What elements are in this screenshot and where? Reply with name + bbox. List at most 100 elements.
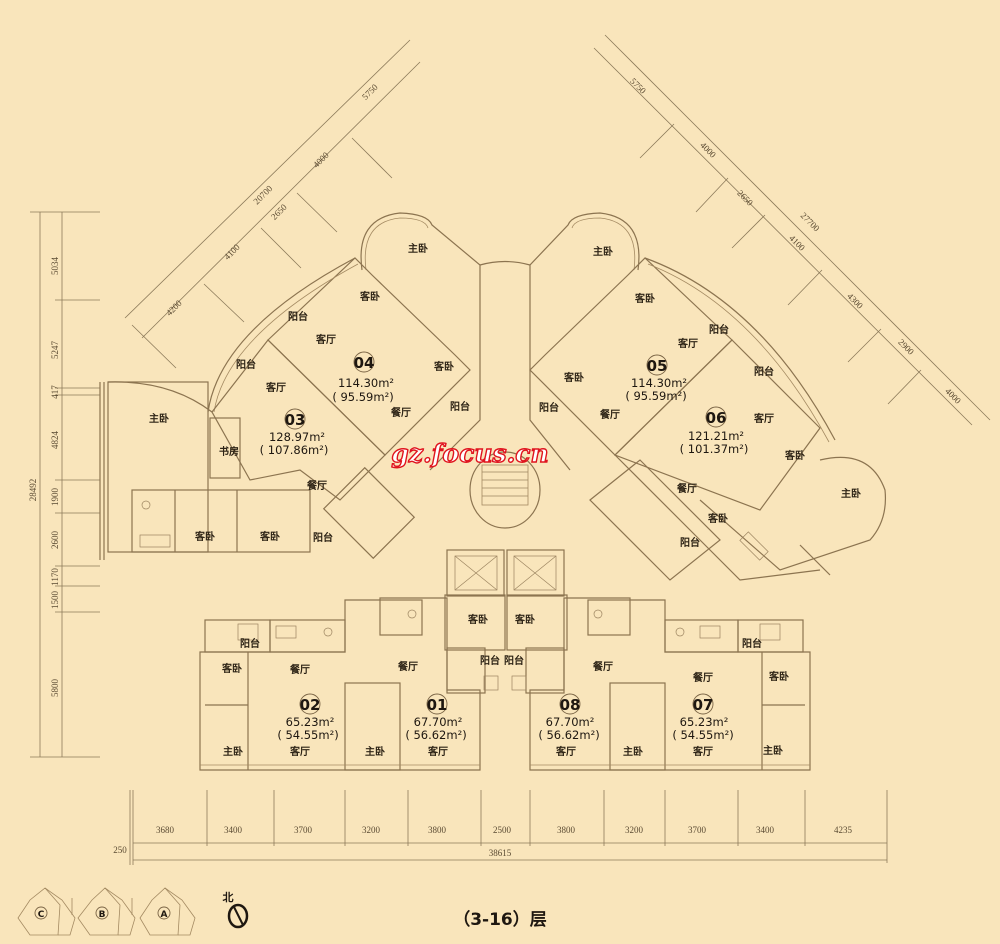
- dim-total: 20700: [251, 183, 274, 206]
- room-label: 餐厅: [692, 671, 713, 684]
- room-label: 客厅: [265, 381, 286, 394]
- dim-label: 4000: [311, 150, 331, 170]
- unit-number: 07: [693, 696, 714, 714]
- room-label: 客厅: [753, 412, 774, 425]
- room-label: 客卧: [784, 449, 805, 462]
- unit-07: 07 65.23m² ( 54.55m²): [672, 693, 734, 742]
- elevator-left: [446, 549, 505, 597]
- unit-01: 01 67.70m² ( 56.62m²): [405, 693, 467, 742]
- room-label: 客厅: [427, 745, 448, 758]
- room-label: 客卧: [221, 662, 242, 675]
- unit-number: 02: [300, 696, 321, 714]
- dim-label: 4100: [787, 233, 807, 253]
- unit-06: 06 121.21m² ( 101.37m²): [680, 406, 749, 456]
- bottom-dimension: 3680 3400 3700 3200 3800 2500 3800 3200 …: [113, 790, 888, 865]
- unit-inner-area: ( 101.37m²): [680, 442, 749, 456]
- unit-area: 114.30m²: [631, 376, 687, 390]
- room-label: 阳台: [539, 401, 559, 414]
- elevator-right: [506, 549, 565, 597]
- dim-label: 5750: [360, 82, 380, 102]
- unit-area: 114.30m²: [338, 376, 394, 390]
- dim-label: 4300: [845, 291, 865, 311]
- room-label: 餐厅: [676, 482, 697, 495]
- unit-area: 65.23m²: [680, 715, 729, 729]
- dim-label: 4000: [698, 140, 718, 160]
- room-label: 主卧: [223, 745, 243, 758]
- dim-label: 1500: [50, 591, 60, 610]
- dim-label: 5800: [50, 679, 60, 698]
- room-label: 阳台: [288, 310, 308, 323]
- room-label: 阳台: [236, 358, 256, 371]
- key-plan: C B A: [17, 887, 196, 936]
- unit-02: 02 65.23m² ( 54.55m²): [277, 693, 339, 742]
- room-label: 客厅: [677, 337, 698, 350]
- room-label: 阳台: [754, 365, 774, 378]
- walls-right-wing: [529, 212, 887, 581]
- unit-inner-area: ( 107.86m²): [260, 443, 329, 457]
- dim-label: 2600: [50, 531, 60, 550]
- dim-label: 3200: [625, 825, 644, 835]
- unit-inner-area: ( 95.59m²): [332, 390, 393, 404]
- room-label: 餐厅: [289, 663, 310, 676]
- key-plan-block-label: C: [38, 910, 45, 920]
- dim-label: 417: [50, 385, 60, 399]
- dim-total: 28492: [28, 479, 38, 502]
- unit-markers: 04 114.30m² ( 95.59m²) 03 128.97m² ( 107…: [260, 351, 749, 742]
- dim-label: 3200: [362, 825, 381, 835]
- unit-05: 05 114.30m² ( 95.59m²): [625, 354, 687, 403]
- room-label: 阳台: [709, 323, 729, 336]
- room-label: 客卧: [707, 512, 728, 525]
- unit-04: 04 114.30m² ( 95.59m²): [332, 351, 394, 404]
- room-label: 主卧: [623, 745, 643, 758]
- room-label: 客厅: [555, 745, 576, 758]
- unit-inner-area: ( 54.55m²): [277, 728, 338, 742]
- room-label: 餐厅: [592, 660, 613, 673]
- dim-label: 3700: [688, 825, 707, 835]
- room-label: 阳台: [504, 654, 524, 667]
- room-labels: 主卧 客卧 阳台 客厅 客卧 阳台 客厅 餐厅 阳台 主卧 书房 餐厅 客卧 客…: [149, 242, 861, 758]
- floor-title: （3-16）层: [453, 909, 547, 930]
- dim-label: 3800: [557, 825, 576, 835]
- room-label: 阳台: [742, 637, 762, 650]
- dim-label: 1170: [50, 568, 60, 586]
- left-vertical-dimension: 5034 5247 417 4824 1900 2600 1170 1500 5…: [28, 211, 100, 758]
- unit-number: 01: [427, 696, 448, 714]
- dim-label: 3700: [294, 825, 313, 835]
- room-label: 客卧: [194, 530, 215, 543]
- room-label: 主卧: [149, 412, 169, 425]
- room-label: 书房: [219, 445, 239, 458]
- room-label: 客卧: [433, 360, 454, 373]
- room-label: 餐厅: [306, 479, 327, 492]
- room-label: 阳台: [480, 654, 500, 667]
- room-label: 客厅: [315, 333, 336, 346]
- room-label: 客厅: [692, 745, 713, 758]
- room-label: 主卧: [365, 745, 385, 758]
- unit-number: 04: [354, 354, 375, 372]
- unit-area: 121.21m²: [688, 429, 744, 443]
- unit-08: 08 67.70m² ( 56.62m²): [538, 693, 600, 742]
- dim-offset: 250: [113, 845, 127, 855]
- room-label: 阳台: [313, 531, 333, 544]
- dim-label: 2650: [735, 188, 755, 208]
- unit-number: 08: [560, 696, 581, 714]
- room-label: 主卧: [593, 245, 613, 258]
- north-arrow: 北: [223, 890, 249, 929]
- unit-area: 128.97m²: [269, 430, 325, 444]
- unit-inner-area: ( 56.62m²): [405, 728, 466, 742]
- room-label: 阳台: [450, 400, 470, 413]
- unit-inner-area: ( 54.55m²): [672, 728, 733, 742]
- unit-03: 03 128.97m² ( 107.86m²): [260, 408, 329, 457]
- dim-label: 3400: [756, 825, 775, 835]
- room-label: 客厅: [289, 745, 310, 758]
- dim-label: 4824: [50, 431, 60, 450]
- watermark: gz.focus.cn: [391, 439, 548, 468]
- key-plan-block-label: B: [99, 910, 106, 920]
- room-label: 客卧: [467, 613, 488, 626]
- room-label: 客卧: [634, 292, 655, 305]
- room-label: 阳台: [240, 637, 260, 650]
- room-label: 餐厅: [397, 660, 418, 673]
- walls-bottom-block: [199, 594, 811, 771]
- unit-inner-area: ( 56.62m²): [538, 728, 599, 742]
- room-label: 客卧: [563, 371, 584, 384]
